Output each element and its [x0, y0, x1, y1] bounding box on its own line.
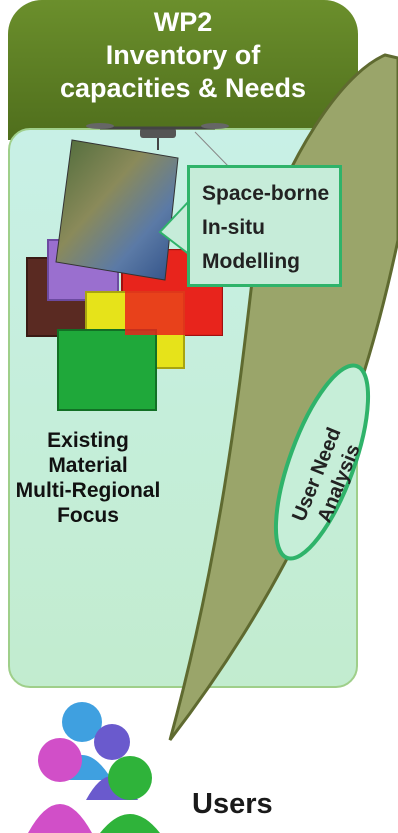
analysis-ellipse: [273, 363, 371, 561]
data-source-callout: Space-borne In-situ Modelling: [187, 165, 342, 287]
callout-item-1: Space-borne: [202, 182, 330, 205]
users-label: Users: [192, 788, 273, 820]
focus-label: Existing Material Multi-Regional Focus: [8, 428, 168, 528]
focus-line-2: Multi-Regional: [15, 479, 161, 502]
callout-item-2: In-situ: [202, 216, 265, 239]
focus-line-1: Existing Material: [47, 429, 129, 477]
callout-item-3: Modelling: [202, 250, 300, 273]
header-banner: [8, 0, 358, 140]
satellite-map-image: [55, 139, 179, 281]
green-rect: [57, 329, 157, 411]
users-icon: [28, 702, 160, 833]
header-line-3: capacities & Needs: [59, 73, 307, 103]
header-line-1: WP2: [153, 7, 213, 37]
header-title: WP2 Inventory of capacities & Needs: [8, 6, 358, 105]
focus-line-3: Focus: [57, 504, 119, 527]
drone-icon: [86, 123, 231, 169]
header-line-2: Inventory of: [105, 40, 261, 70]
